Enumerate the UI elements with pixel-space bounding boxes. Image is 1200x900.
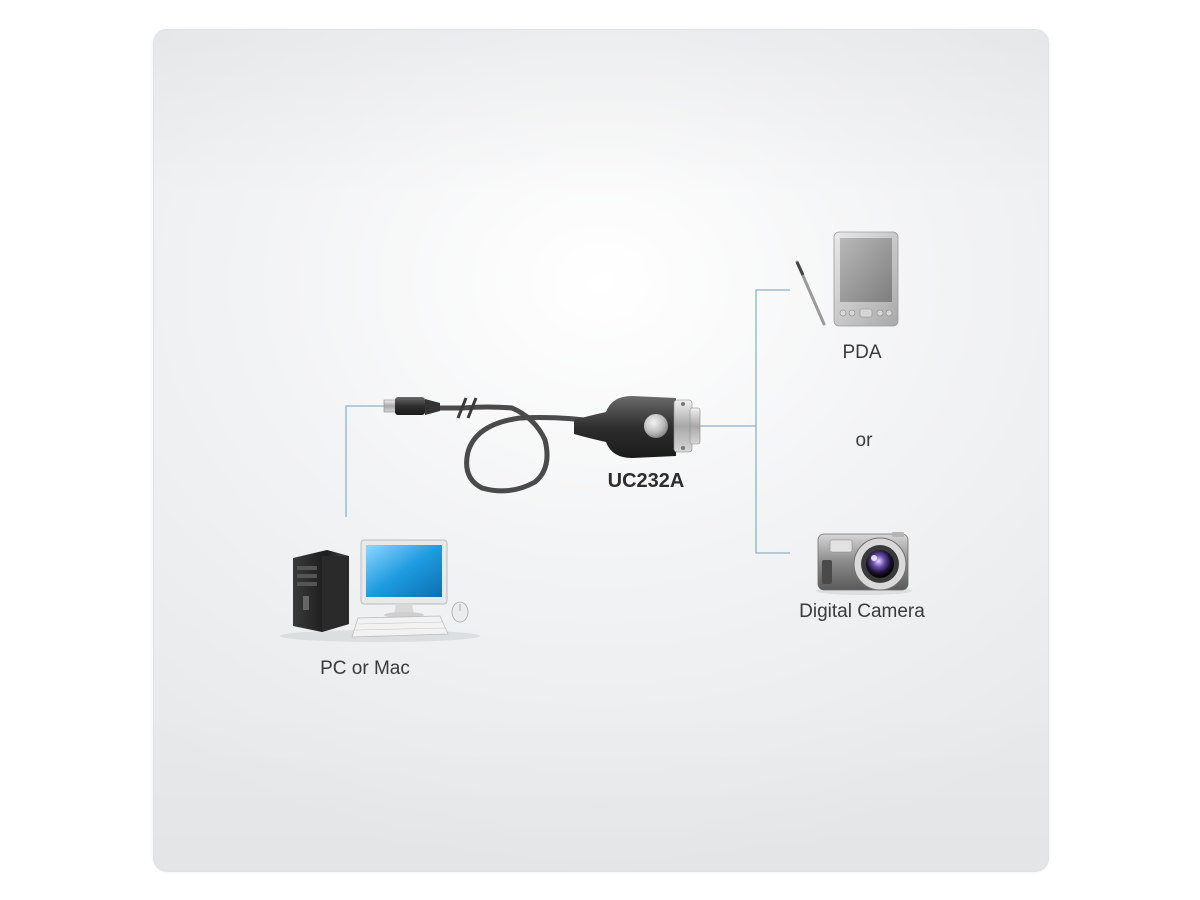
connector-lines [345, 289, 790, 554]
or-label: or [855, 430, 873, 451]
pda-label: PDA [842, 342, 882, 363]
pc-label: PC or Mac [320, 658, 410, 679]
pda-icon [795, 231, 899, 327]
camera-label: Digital Camera [799, 601, 925, 622]
adapter-label: UC232A [607, 470, 685, 492]
pc-computer-icon [280, 539, 480, 642]
digital-camera-icon [816, 532, 912, 595]
pc-connector-line [345, 405, 385, 517]
usb-serial-adapter-icon [383, 396, 701, 494]
bracket-line [755, 289, 790, 554]
